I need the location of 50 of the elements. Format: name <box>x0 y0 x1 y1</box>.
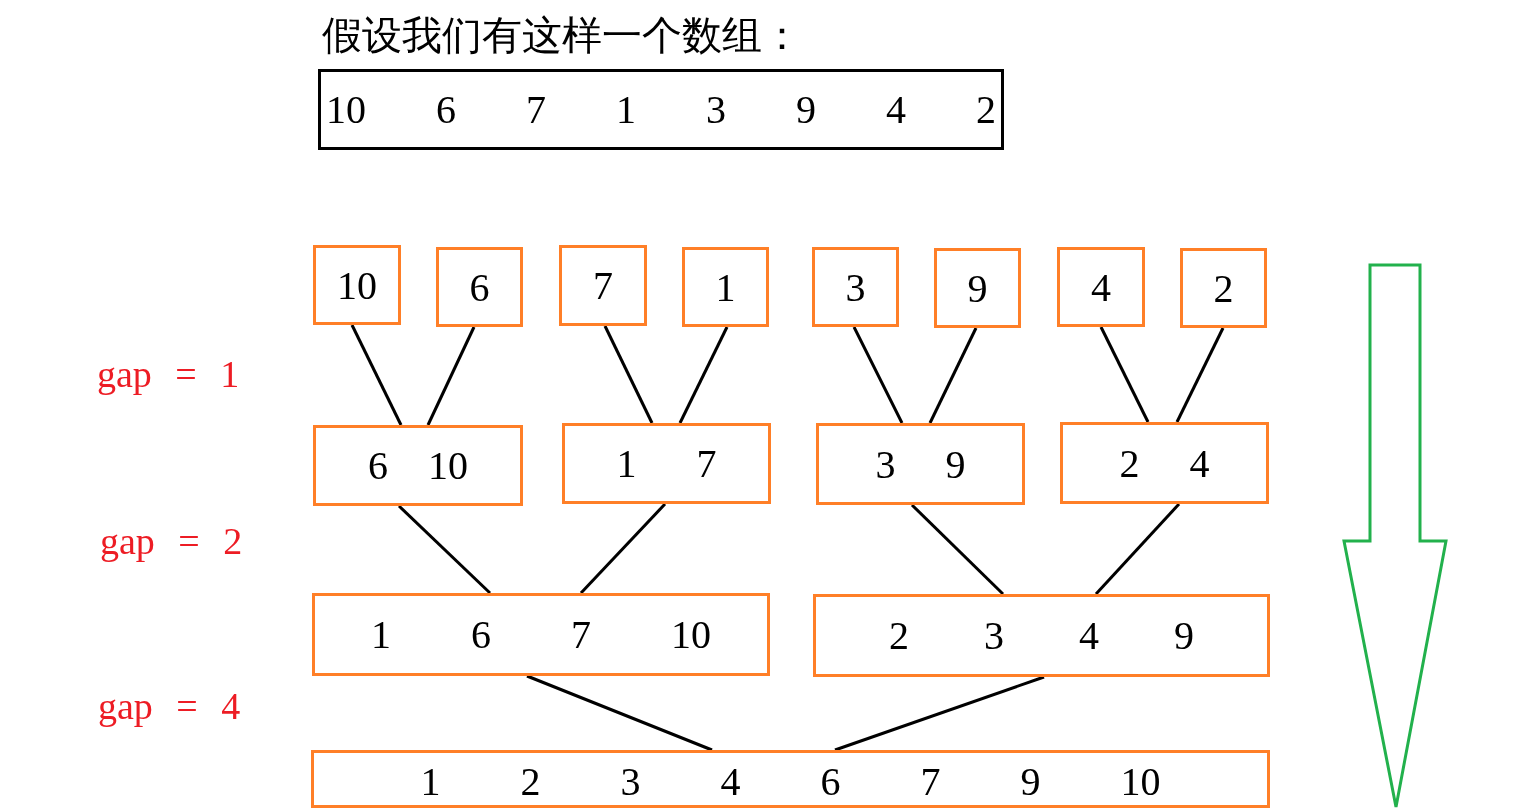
number-text: 1 7 <box>616 440 717 487</box>
number-text: 10 6 7 1 3 9 4 2 <box>326 86 996 133</box>
gap-label: gap = 1 <box>97 352 240 396</box>
connector-line <box>526 674 713 752</box>
gap-label: gap = 4 <box>98 684 241 728</box>
connector-line <box>852 326 904 424</box>
number-text: 2 <box>1213 264 1234 312</box>
gap-label: gap = 2 <box>100 519 243 563</box>
number-text: 2 4 <box>1119 439 1210 487</box>
number-text: 7 <box>593 262 613 309</box>
number-text: 1 6 7 10 <box>371 611 711 658</box>
connector-line <box>678 326 729 424</box>
number-text: 2 3 4 9 <box>889 612 1194 659</box>
number-box <box>562 423 771 504</box>
number-text: 6 <box>469 263 490 311</box>
number-box <box>313 425 523 506</box>
connector-line <box>928 327 978 424</box>
number-box <box>813 594 1270 677</box>
number-box <box>1060 422 1269 504</box>
number-box <box>436 247 523 327</box>
number-text: 1 <box>715 263 736 311</box>
number-text: 10 <box>337 261 377 309</box>
number-box <box>1057 247 1145 327</box>
number-box <box>312 593 770 676</box>
connector-line <box>834 675 1045 752</box>
connector-line <box>1175 327 1225 423</box>
number-box <box>318 69 1004 150</box>
number-text: 9 <box>967 264 988 312</box>
number-text: 1 2 3 4 6 7 9 10 <box>420 758 1161 805</box>
number-text: 3 <box>845 263 866 311</box>
number-text: 3 9 <box>875 440 966 488</box>
connector-line <box>1099 326 1150 423</box>
connector-line <box>426 326 476 426</box>
connector-line <box>397 504 492 595</box>
number-box <box>313 245 401 325</box>
number-box <box>559 245 647 326</box>
connector-line <box>579 502 667 595</box>
number-box <box>934 248 1021 328</box>
title: 假设我们有这样一个数组： <box>322 11 802 60</box>
connector-line <box>350 324 403 426</box>
number-box <box>682 247 769 327</box>
number-box <box>1180 248 1267 328</box>
number-box <box>816 423 1025 505</box>
connector-line <box>603 325 654 424</box>
connector-line <box>1094 503 1181 595</box>
number-text: 4 <box>1091 263 1111 311</box>
number-box <box>311 750 1270 808</box>
number-box <box>812 247 899 327</box>
number-text: 6 10 <box>368 442 468 489</box>
connector-line <box>910 503 1005 596</box>
